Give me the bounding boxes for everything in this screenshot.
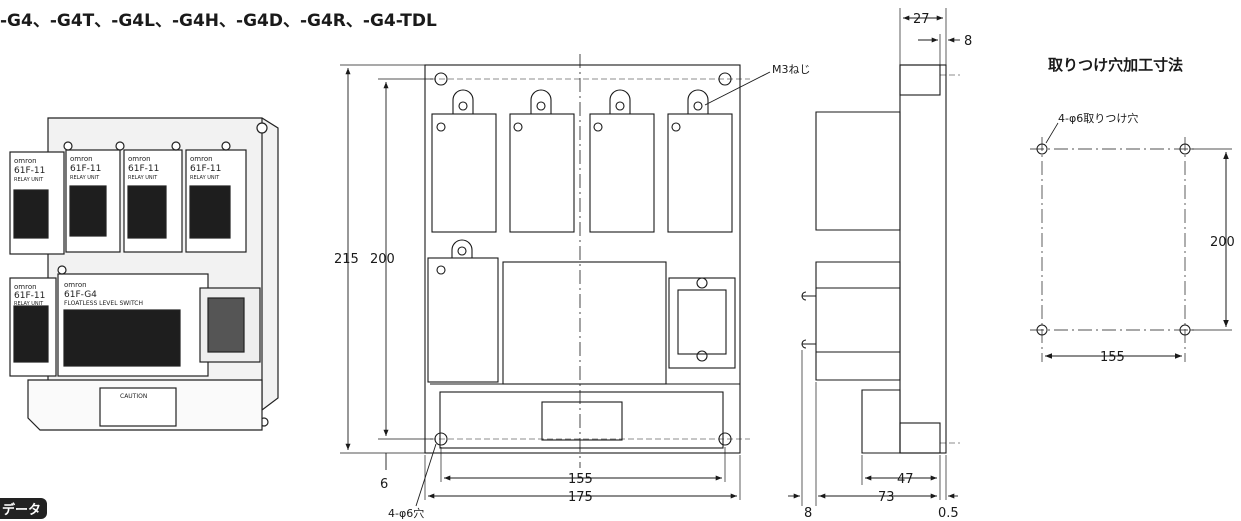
dim-side-0-5: 0.5 [938, 506, 959, 521]
relay-unit [9, 277, 57, 377]
relay-unit [9, 151, 65, 255]
relay-unit [185, 149, 247, 253]
brand-text: omron [190, 155, 213, 163]
dim-side-47: 47 [897, 472, 914, 487]
brand-text: omron [70, 155, 93, 163]
relay-unit-text: RELAY UNIT [128, 175, 158, 181]
brand-text: omron [14, 283, 37, 291]
data-tag: データ [0, 498, 47, 519]
dim-front-width-175: 175 [568, 490, 593, 505]
dim-side-depth-27: 27 [913, 12, 930, 27]
dim-side-73: 73 [878, 490, 895, 505]
relay-unit [123, 149, 183, 253]
dim-hole-pitch-155: 155 [1100, 350, 1125, 365]
mounting-hole-spec-label: 4-φ6取りつけ穴 [1058, 111, 1138, 125]
relay-model-text: 61F-11 [70, 164, 101, 174]
dim-front-pitch-200: 200 [370, 252, 395, 267]
relay-unit-text: RELAY UNIT [14, 301, 44, 307]
dim-front-height-215: 215 [334, 252, 359, 267]
main-unit-text: FLOATLESS LEVEL SWITCH [64, 300, 143, 307]
level-switch-unit [57, 273, 209, 377]
relay-unit-text: RELAY UNIT [14, 177, 44, 183]
caution-text: CAUTION [120, 393, 147, 400]
relay-unit-text: RELAY UNIT [70, 175, 100, 181]
relay-model-text: 61F-11 [128, 164, 159, 174]
dim-side-8: 8 [964, 34, 972, 49]
mounting-hole-diagram [1030, 122, 1232, 362]
product-illustration [9, 117, 279, 431]
brand-text: omron [14, 157, 37, 165]
side-view [801, 8, 960, 506]
side-dimension-lines [788, 15, 960, 499]
mounting-hole-label: 4-φ6穴 [388, 506, 424, 520]
front-view [340, 54, 750, 500]
dim-front-offset-6: 6 [380, 477, 388, 492]
relay-model-text: 61F-11 [190, 164, 221, 174]
screw-label: M3ねじ [772, 63, 811, 76]
model-list-title: -G4、-G4T、-G4L、-G4H、-G4D、-G4R、-G4-TDL [0, 11, 437, 31]
product-labels: omron 61F-11 RELAY UNIT omron 61F-11 REL… [14, 155, 221, 400]
dim-hole-pitch-200: 200 [1210, 235, 1235, 250]
front-dimension-lines [345, 68, 771, 507]
main-model-text: 61F-G4 [64, 290, 97, 300]
dim-front-pitch-155: 155 [568, 472, 593, 487]
relay-unit [65, 149, 121, 253]
mounting-hole-title: 取りつけ穴加工寸法 [1048, 56, 1184, 74]
relay-model-text: 61F-11 [14, 166, 45, 176]
relay-model-text: 61F-11 [14, 291, 45, 301]
dim-side-8-bottom: 8 [804, 506, 812, 521]
relay-unit-text: RELAY UNIT [190, 175, 220, 181]
brand-text: omron [128, 155, 151, 163]
brand-text: omron [64, 281, 87, 289]
